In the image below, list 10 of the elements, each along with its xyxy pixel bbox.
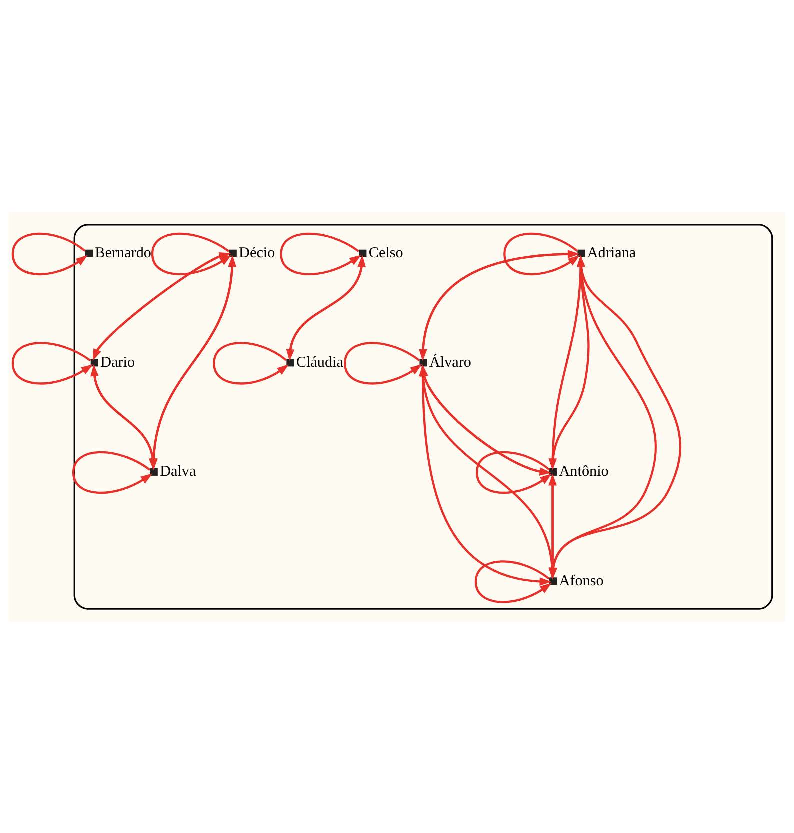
node-label: Cláudia: [296, 354, 344, 370]
node-label: Dario: [100, 354, 136, 370]
node-label: Adriana: [587, 245, 636, 262]
node-label: Álvaro: [429, 354, 472, 370]
node-label: Décio: [239, 245, 276, 262]
node-label: Antônio: [559, 464, 609, 480]
node-label: Bernardo: [95, 245, 152, 262]
node-label: Afonso: [559, 572, 604, 589]
node-label: Dalva: [160, 464, 196, 480]
node-label: Celso: [368, 245, 404, 262]
